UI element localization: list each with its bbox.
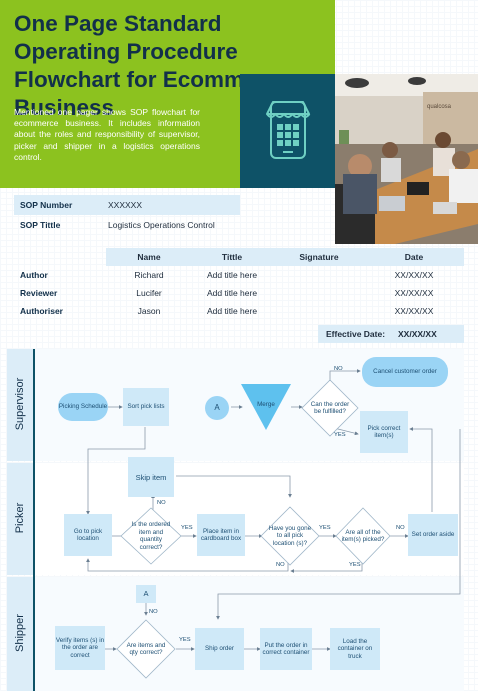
photo-illustration: qualcosa: [335, 74, 478, 244]
all-picked-node: Are all of the item(s) picked?: [341, 528, 385, 544]
merge-node: Merge: [257, 401, 275, 409]
swimlane-flowchart: Supervisor Picker Shipper: [0, 349, 478, 691]
row-title: Add title here: [206, 270, 258, 280]
table-row: Author Richard Add title here XX/XX/XX: [14, 266, 464, 284]
row-role: Authoriser: [20, 306, 63, 316]
header-title: Tittle: [221, 252, 243, 262]
load-truck-node: Load the container on truck: [330, 628, 380, 670]
row-name: Jason: [137, 306, 161, 316]
wall-text: qualcosa: [427, 104, 452, 110]
header-icon-box: [240, 74, 335, 188]
table-row: Reviewer Lucifer Add title here XX/XX/XX: [14, 284, 464, 302]
effective-date-value: XX/XX/XX: [398, 329, 437, 339]
no-label: NO: [396, 525, 405, 531]
yes-label: YES: [349, 562, 361, 568]
sop-title-row: SOP Tittle Logistics Operations Control: [14, 215, 240, 235]
row-date: XX/XX/XX: [394, 306, 434, 316]
place-cardboard-node: Place item in cardboard box: [197, 514, 245, 556]
ship-order-node: Ship order: [195, 628, 244, 670]
row-role: Author: [20, 270, 48, 280]
row-date: XX/XX/XX: [394, 270, 434, 280]
header-name: Name: [137, 252, 161, 262]
set-aside-node: Set order aside: [408, 514, 458, 556]
storefront-mobile-icon: [266, 101, 311, 159]
lane-divider: [33, 349, 35, 691]
items-qty-node: Are items and qty correct?: [126, 641, 166, 657]
row-title: Add title here: [206, 306, 258, 316]
row-date: XX/XX/XX: [394, 288, 434, 298]
items-qty-diamond: [116, 619, 176, 679]
connector-a2-node: A: [136, 585, 156, 603]
all-picked-diamond: [335, 507, 391, 565]
shipper-lane: [35, 577, 464, 691]
office-team-photo: qualcosa: [335, 74, 478, 244]
row-role: Reviewer: [20, 288, 58, 298]
ordered-correct-diamond: [120, 507, 182, 565]
no-label: NO: [276, 562, 285, 568]
row-name: Lucifer: [136, 288, 162, 298]
sop-number-label: SOP Number: [20, 200, 73, 210]
row-name: Richard: [134, 270, 164, 280]
shipper-lane-header: [7, 577, 33, 691]
connector-a-node: A: [205, 396, 229, 420]
ordered-correct-node: Is the ordered item and quantity correct…: [131, 521, 171, 551]
no-label: NO: [157, 500, 166, 506]
can-fulfill-node: Can the order be fulfilled?: [310, 400, 350, 416]
skip-item-node: Skip item: [128, 457, 174, 497]
table-header-row: [106, 248, 464, 266]
sop-title-label: SOP Tittle: [20, 220, 61, 230]
sop-number-value: XXXXXX: [108, 200, 143, 210]
sop-number-row: SOP Number XXXXXX: [14, 195, 240, 215]
put-container-node: Put the order in correct container: [260, 628, 312, 670]
effective-date-box: Effective Date: XX/XX/XX: [318, 325, 464, 343]
sop-title-value: Logistics Operations Control: [108, 220, 215, 230]
header-signature: Signature: [299, 252, 339, 262]
no-label: NO: [334, 366, 343, 372]
picking-schedule-node: Picking Schedule: [58, 393, 108, 421]
gone-to-all-diamond: [260, 506, 320, 566]
no-label: NO: [149, 609, 158, 615]
merge-triangle-shape: [241, 384, 291, 430]
supervisor-lane-header: [7, 349, 33, 461]
can-fulfill-diamond: [301, 379, 359, 437]
row-title: Add title here: [206, 288, 258, 298]
effective-date-label: Effective Date:: [326, 329, 386, 339]
yes-label: YES: [179, 637, 191, 643]
pick-correct-node: Pick correct item(s): [360, 411, 408, 453]
sop-info-table: SOP Number XXXXXX SOP Tittle Logistics O…: [14, 195, 240, 235]
cancel-order-node: Cancel customer order: [362, 357, 448, 387]
header-date: Date: [404, 252, 424, 262]
picker-lane-header: [7, 463, 33, 575]
yes-label: YES: [334, 432, 346, 438]
sort-pick-lists-node: Sort pick lists: [123, 388, 169, 426]
gone-to-all-node: Have you gone to all pick location (s)?: [268, 524, 312, 547]
yes-label: YES: [319, 525, 331, 531]
yes-label: YES: [181, 525, 193, 531]
table-row: Authoriser Jason Add title here XX/XX/XX: [14, 302, 464, 320]
page-title: One Page Standard Operating Procedure Fl…: [14, 11, 291, 120]
go-to-pick-node: Go to pick location: [64, 514, 112, 556]
verify-items-node: Verify items (s) in the order are correc…: [55, 626, 105, 670]
page-description: Mentioned one pager shows SOP flowchart …: [14, 107, 200, 162]
